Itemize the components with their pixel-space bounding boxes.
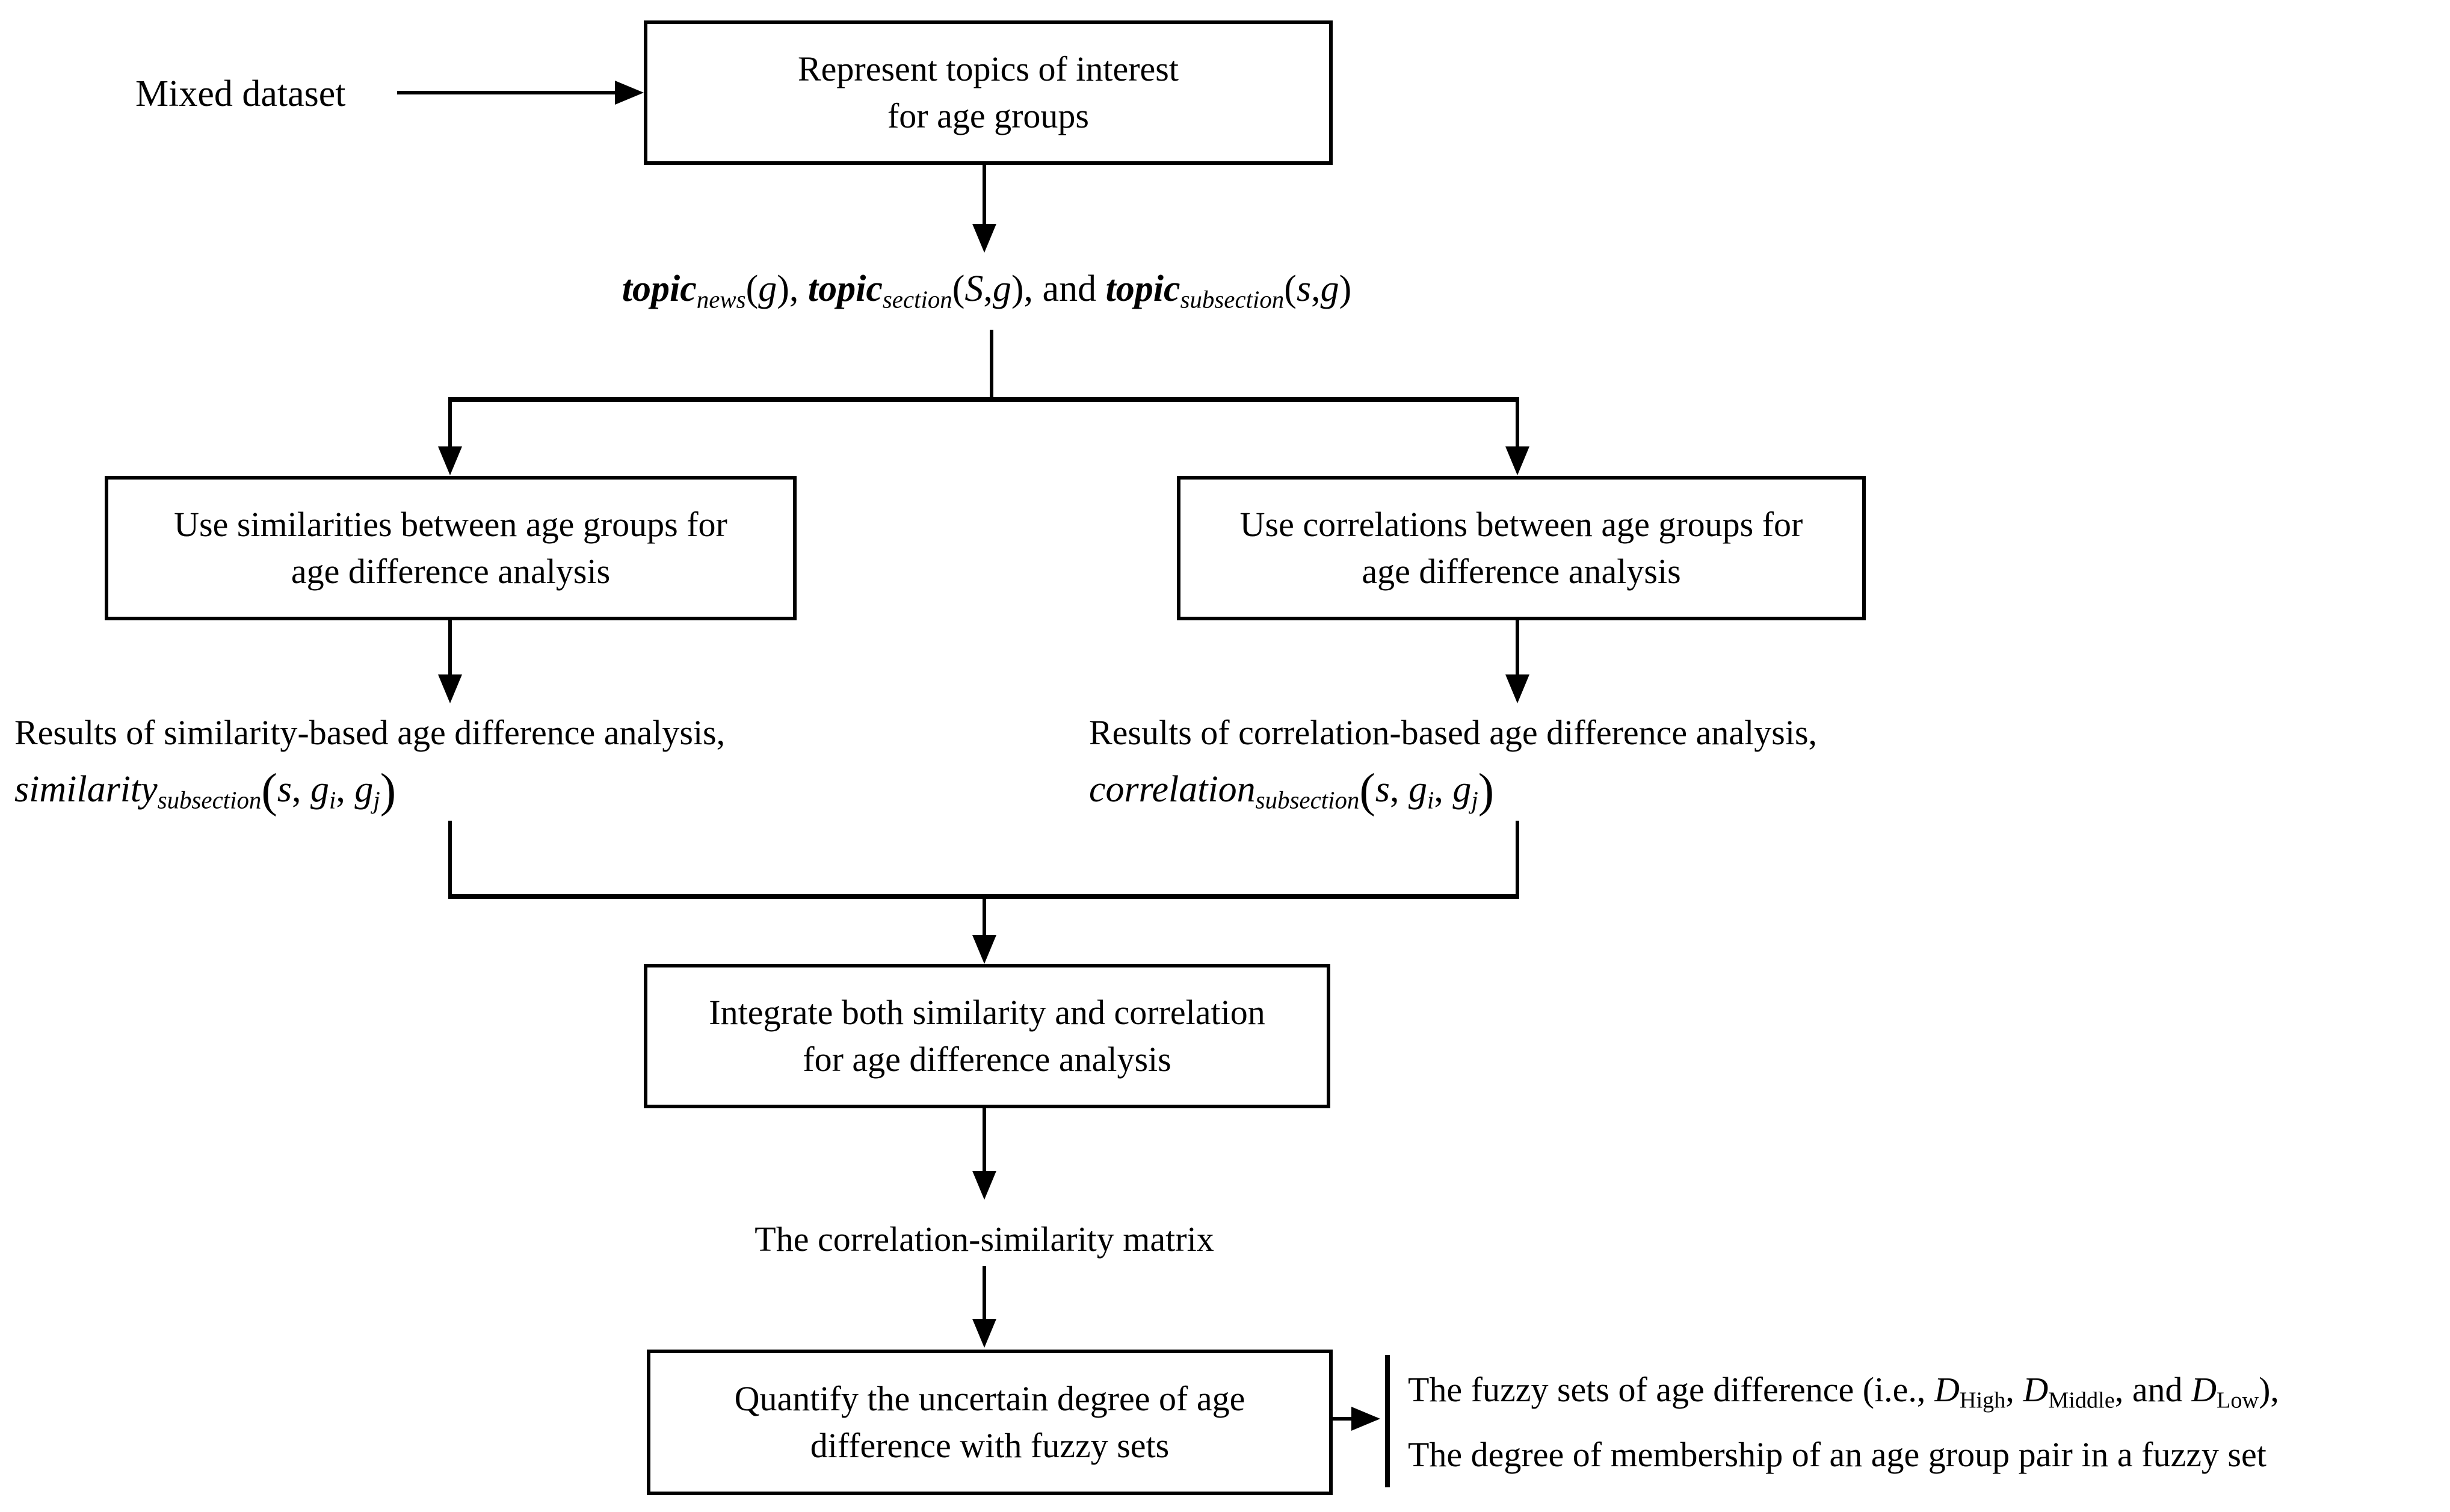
correlation-result-label: Results of correlation-based age differe… [1089, 713, 1818, 752]
similarity-box-line2: age difference analysis [291, 552, 611, 591]
arrow-correlation-to-result-head [1505, 674, 1529, 703]
arrow-correlation-to-result-line [1516, 620, 1519, 678]
integrate-box: Integrate both similarity and correlatio… [644, 964, 1330, 1108]
represent-box: Represent topics of interest for age gro… [644, 20, 1333, 165]
fuzzy-output-block: The fuzzy sets of age difference (i.e., … [1408, 1367, 2279, 1478]
merge-right-line [1516, 821, 1519, 898]
fuzzy-output-line2: The degree of membership of an age group… [1408, 1434, 2266, 1474]
branch-left-arrow-head [438, 446, 462, 475]
fuzzy-output-line1: The fuzzy sets of age difference (i.e., … [1408, 1370, 2279, 1413]
arrow-matrix-to-quantify-head [972, 1319, 996, 1348]
arrow-mixed-to-represent-head [615, 81, 644, 105]
arrow-similarity-to-result-line [448, 620, 452, 678]
branch-horizontal-line [448, 397, 1519, 402]
arrow-integrate-to-matrix-line [983, 1108, 986, 1173]
merge-arrow-head [972, 935, 996, 964]
correlation-box-line1: Use correlations between age groups for [1239, 505, 1803, 544]
similarity-result-block: Results of similarity-based age differen… [14, 710, 725, 829]
quantify-box: Quantify the uncertain degree of age dif… [647, 1350, 1333, 1495]
arrow-quantify-to-output-line [1333, 1417, 1354, 1421]
integrate-box-line2: for age difference analysis [803, 1040, 1171, 1079]
correlation-box: Use correlations between age groups for … [1177, 476, 1866, 620]
integrate-box-line1: Integrate both similarity and correlatio… [709, 993, 1265, 1032]
merge-left-line [448, 821, 452, 898]
arrow-matrix-to-quantify-line [983, 1266, 986, 1322]
correlation-result-formula: correlationsubsection(s, gi, gj) [1089, 764, 1495, 817]
similarity-box-line1: Use similarities between age groups for [174, 505, 727, 544]
output-divider-bar [1385, 1355, 1390, 1487]
arrow-represent-to-topics-head [972, 224, 996, 253]
branch-right-arrow-head [1505, 446, 1529, 475]
mixed-dataset-label: Mixed dataset [135, 73, 346, 114]
similarity-result-label: Results of similarity-based age differen… [14, 713, 726, 752]
branch-right-line [1516, 397, 1519, 449]
topics-formula: topicnews(g), topicsection(S,g), and top… [622, 268, 1352, 313]
similarity-result-formula: similaritysubsection(s, gi, gj) [14, 764, 397, 817]
arrow-similarity-to-result-head [438, 674, 462, 703]
arrow-integrate-to-matrix-head [972, 1171, 996, 1200]
merge-stem-line [983, 894, 986, 937]
similarity-box: Use similarities between age groups for … [105, 476, 797, 620]
arrow-mixed-to-represent-line [397, 91, 620, 94]
correlation-result-block: Results of correlation-based age differe… [1089, 710, 1817, 829]
represent-box-line2: for age groups [887, 96, 1089, 135]
quantify-box-line2: difference with fuzzy sets [810, 1426, 1170, 1465]
arrow-represent-to-topics-line [983, 165, 986, 226]
matrix-label: The correlation-similarity matrix [754, 1220, 1214, 1259]
branch-stem-line [990, 330, 993, 400]
represent-box-line1: Represent topics of interest [798, 49, 1179, 88]
branch-left-line [448, 397, 452, 449]
quantify-box-line1: Quantify the uncertain degree of age [734, 1379, 1245, 1418]
correlation-box-line2: age difference analysis [1362, 552, 1681, 591]
arrow-quantify-to-output-head [1351, 1407, 1380, 1431]
